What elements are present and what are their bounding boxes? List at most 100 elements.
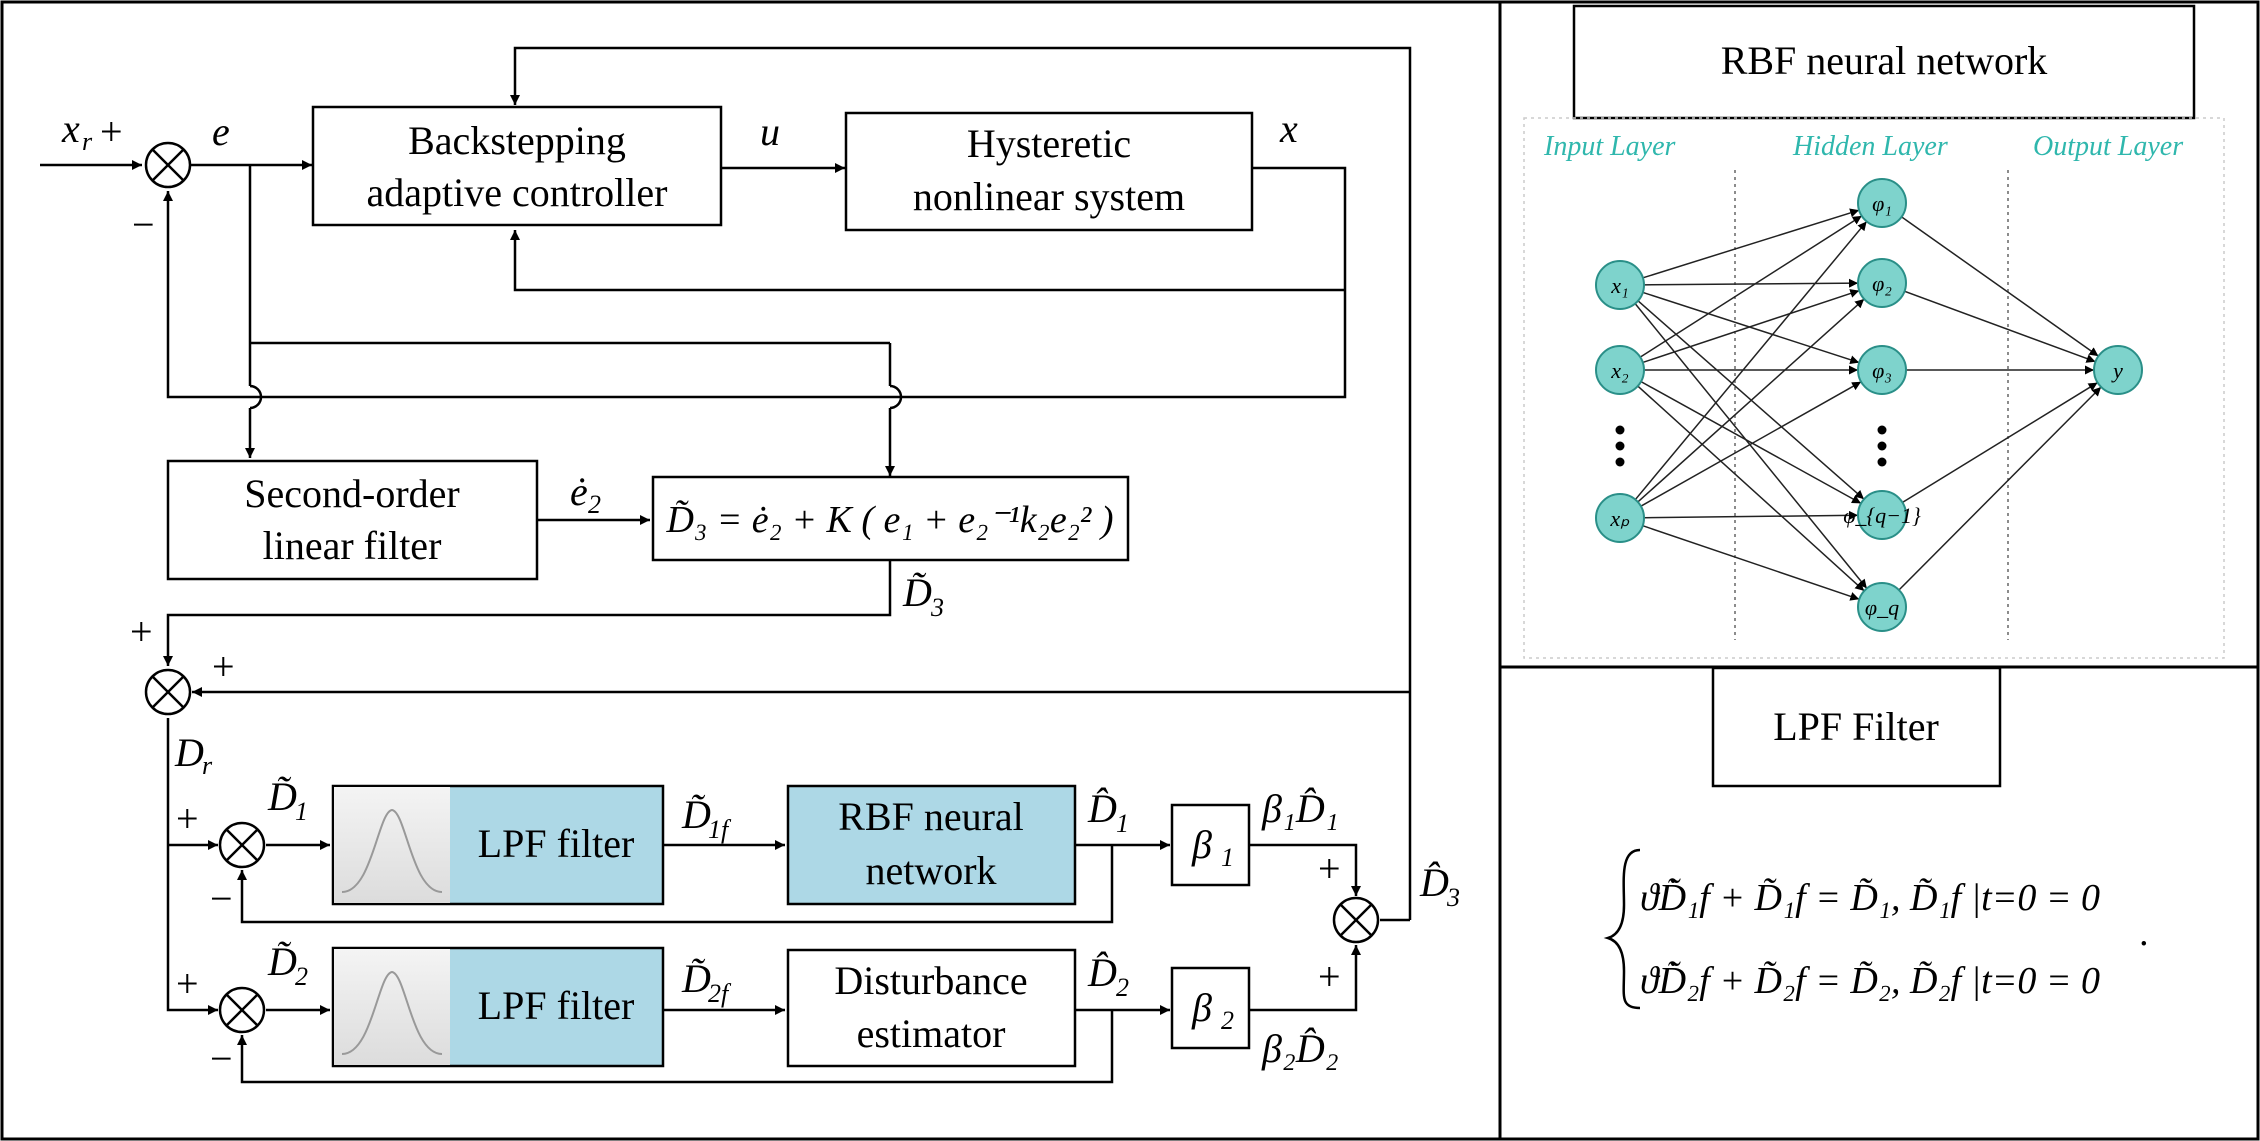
- lpf-equation-1: ϑD̃̇₁f + D̃₁f = D̃₁, D̃₁f |t=0 = 0: [1640, 877, 2100, 919]
- b1d1-label: β₁D̂₁: [1261, 786, 1339, 831]
- d2hat-sub: 2: [1116, 973, 1129, 1002]
- x-feedback-sum: [163, 191, 173, 399]
- x-label: x: [1279, 106, 1298, 151]
- d2hat-feedback: [237, 1010, 1114, 1084]
- nn-connections: [1634, 208, 2102, 601]
- filter2-label-2: linear filter: [263, 523, 442, 568]
- filter2-label-1: Second-order: [244, 471, 459, 516]
- dr-label: D: [174, 730, 204, 775]
- gaussian-thumbnail-2: [334, 949, 450, 1065]
- output-node-label: y: [2111, 358, 2123, 383]
- disturbance-estimator-block: [786, 948, 1077, 1068]
- e2dot-label: ė: [570, 469, 588, 514]
- hidden-node-2-label: φ₂: [1872, 271, 1892, 296]
- plus-sign-5: +: [1318, 846, 1341, 891]
- rbf-network-block: [786, 784, 1077, 906]
- equation-brace: [1603, 848, 1641, 1010]
- dist-label-1: Disturbance: [834, 958, 1027, 1003]
- e-label: e: [212, 109, 230, 154]
- d3hat-top-loop: [510, 46, 1412, 920]
- hidden-node-5: [1857, 582, 1907, 632]
- d3hat-label: D̂: [1419, 860, 1449, 905]
- input-node-2-label: x₂: [1610, 358, 1629, 383]
- nn-edge-in1-h4: [1637, 385, 1865, 592]
- plus-sign-1: +: [100, 109, 123, 154]
- beta2-block: [1170, 966, 1251, 1050]
- beta1-out: [1250, 843, 1361, 896]
- e-branch-hop: [249, 384, 263, 410]
- beta2-label: β: [1191, 985, 1212, 1030]
- lpf-filter-1-block: [331, 784, 665, 906]
- input-node-3-label: xₚ: [1609, 506, 1630, 531]
- nn-edge-in2-h1: [1637, 298, 1865, 503]
- d1tilde-label: D̃: [267, 774, 297, 819]
- input-layer-label: Input Layer: [1543, 131, 1676, 162]
- d1hat-label: D̂: [1087, 786, 1117, 831]
- rbf-panel-title: RBF neural network: [1721, 38, 2048, 83]
- input-node-1: [1595, 260, 1645, 310]
- d2f-sub: 2f: [708, 979, 732, 1008]
- gaussian-curve-icon: [341, 808, 443, 893]
- d3-equation: D̃₃ = ė₂ + K ( e₁ + e₂⁻¹k₂e₂² ): [666, 499, 1114, 541]
- d3-equation-block: [651, 475, 1130, 562]
- beta1-label: β: [1191, 822, 1212, 867]
- dist-label-2: estimator: [857, 1011, 1006, 1056]
- d3tilde-sub: 3: [930, 593, 944, 622]
- xr-sub: r: [82, 127, 93, 156]
- d1f-label: D̃: [681, 792, 711, 837]
- plant-block: [844, 111, 1254, 232]
- hidden-node-4-label: φ_{q−1}: [1843, 503, 1921, 528]
- input-node-3: [1595, 493, 1645, 543]
- e2dot-sub: 2: [588, 490, 601, 519]
- gaussian-curve-icon-2: [341, 970, 443, 1055]
- nn-edge-h4-out: [1898, 386, 2102, 591]
- hidden-node-1: [1857, 178, 1907, 228]
- d1hat-sub: 1: [1116, 809, 1129, 838]
- sum-junction-5: [1332, 896, 1380, 944]
- sum-junction-1: [144, 141, 192, 189]
- rbf-label-1: RBF neural: [838, 794, 1024, 839]
- hidden-node-3: [1857, 345, 1907, 395]
- x-feedback-controller: [510, 230, 1345, 292]
- input-node-1-label: x₁: [1610, 273, 1628, 298]
- plus-sign-4: +: [176, 796, 199, 841]
- nn-edge-in2-h3: [1643, 510, 1859, 520]
- lpf2-label: LPF filter: [478, 983, 635, 1028]
- minus-sign-1: −: [132, 202, 155, 247]
- sum-junction-4: [218, 986, 266, 1034]
- hidden-node-4: [1857, 490, 1907, 540]
- plus-sign-2: +: [130, 609, 153, 654]
- d2tilde-sub: 2: [295, 962, 308, 991]
- hidden-ellipsis-icon: [1877, 425, 1887, 467]
- plus-sign-7: +: [1318, 954, 1341, 999]
- d1hat-feedback: [237, 845, 1114, 924]
- beta2-sub: 2: [1221, 1006, 1234, 1035]
- input-node-2: [1595, 345, 1645, 395]
- b2d2-label: β₂D̂₂: [1261, 1026, 1339, 1071]
- nn-edge-in2-h0: [1634, 220, 1868, 501]
- output-node: [2093, 345, 2143, 395]
- beta2-out: [1250, 945, 1361, 1012]
- input-ellipsis-icon: [1615, 425, 1625, 467]
- nn-edge-h0-out: [1901, 216, 2099, 357]
- hidden-node-5-label: φ_q: [1865, 595, 1899, 620]
- hidden-layer-label: Hidden Layer: [1792, 131, 1948, 162]
- nn-edge-h3-out: [1902, 381, 2098, 504]
- minus-sign-2: −: [210, 876, 233, 921]
- dr-sub: r: [202, 751, 213, 780]
- d1f-sub: 1f: [708, 815, 732, 844]
- lpf-panel-title: LPF Filter: [1773, 704, 1939, 749]
- u-label: u: [760, 109, 780, 154]
- rbf-diagram-area: [1523, 117, 2225, 659]
- rbf-label-2: network: [865, 848, 996, 893]
- d2tilde-label: D̃: [267, 939, 297, 984]
- nn-edge-in1-h3: [1640, 380, 1862, 505]
- nn-edge-in0-h0: [1642, 208, 1860, 279]
- nn-edge-in0-h1: [1643, 278, 1859, 288]
- controller-label-1: Backstepping: [408, 118, 626, 163]
- lpf1-label: LPF filter: [478, 821, 635, 866]
- gaussian-thumbnail: [334, 787, 450, 903]
- nn-edge-h1-out: [1904, 290, 2096, 363]
